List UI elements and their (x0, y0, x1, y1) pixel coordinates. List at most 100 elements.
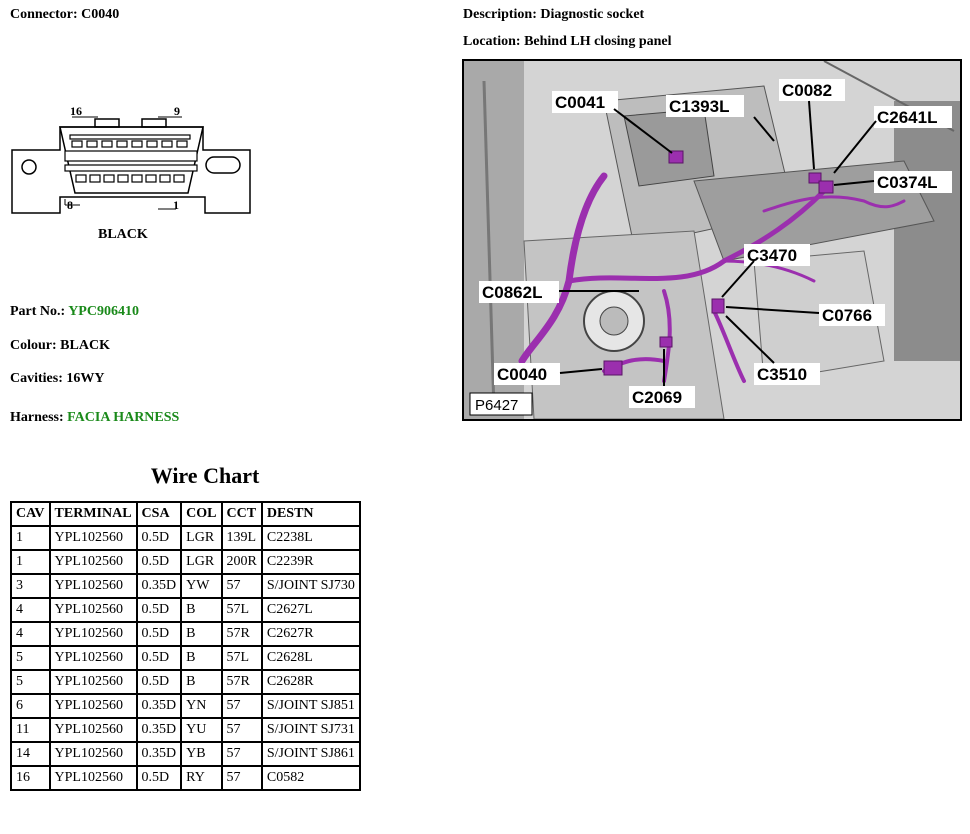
wire-chart-cell-col: YB (180, 741, 223, 767)
wire-chart-cell-terminal: YPL102560 (48, 645, 138, 671)
photo-reference-id: P6427 (475, 397, 518, 414)
wire-chart-header-cct: CCT (220, 501, 263, 527)
callout-c2641l: C2641L (877, 108, 937, 127)
wire-chart-cell-col: YU (180, 717, 223, 743)
wire-chart-cell-cav: 5 (10, 669, 51, 695)
wire-chart-cell-col: B (180, 669, 223, 695)
wire-chart-cell-cav: 4 (10, 597, 51, 623)
callout-c0862l: C0862L (482, 283, 542, 302)
description-value: Diagnostic socket (540, 7, 645, 22)
harness-link[interactable]: FACIA HARNESS (67, 410, 180, 425)
connector-c0374l-shape (818, 180, 834, 194)
wire-chart-header-csa: CSA (135, 501, 183, 527)
harness-line: Harness: FACIA HARNESS (10, 410, 179, 426)
wire-chart-cell-terminal: YPL102560 (48, 549, 138, 575)
wire-chart-cell-csa: 0.5D (135, 597, 183, 623)
wire-chart-cell-cav: 1 (10, 525, 51, 551)
location-line: Location: Behind LH closing panel (463, 34, 672, 50)
location-value: Behind LH closing panel (524, 34, 672, 49)
wire-chart-cell-cav: 16 (10, 765, 51, 791)
colour-label: Colour: (10, 338, 57, 353)
wire-chart-cell-destn: S/JOINT SJ730 (260, 573, 361, 599)
wire-chart-cell-cav: 4 (10, 621, 51, 647)
mount-hole-left (21, 159, 37, 175)
wire-chart-cell-cct: 57L (220, 645, 263, 671)
wire-chart-cell-cav: 14 (10, 741, 51, 767)
connector-c2069-shape (659, 336, 673, 348)
wire-chart-cell-cct: 57R (220, 621, 263, 647)
wire-chart-cell-terminal: YPL102560 (48, 693, 138, 719)
wire-chart-cell-destn: C2627L (260, 597, 361, 623)
wire-chart-cell-csa: 0.5D (135, 645, 183, 671)
wire-chart-cell-cct: 57 (220, 717, 263, 743)
wire-chart-cell-col: B (180, 645, 223, 671)
connector-c0082-shape (808, 172, 822, 184)
callout-c3470: C3470 (747, 246, 797, 265)
pin-rows (64, 134, 198, 183)
colour-value: BLACK (60, 338, 110, 353)
connector-c0040-shape (603, 360, 623, 376)
wire-chart-cell-csa: 0.35D (135, 741, 183, 767)
wire-chart-cell-terminal: YPL102560 (48, 741, 138, 767)
wire-chart-cell-terminal: YPL102560 (48, 621, 138, 647)
wire-chart-cell-csa: 0.35D (135, 573, 183, 599)
wire-chart-header-cav: CAV (10, 501, 51, 527)
pin-16-label: 16 (70, 105, 82, 118)
wire-chart-cell-terminal: YPL102560 (48, 525, 138, 551)
cavities-value: 16WY (66, 371, 105, 386)
wire-chart-cell-destn: C2628R (260, 669, 361, 695)
callout-c0040: C0040 (497, 365, 547, 384)
wire-chart-cell-cav: 6 (10, 693, 51, 719)
wire-chart-cell-terminal: YPL102560 (48, 765, 138, 791)
colour-line: Colour: BLACK (10, 338, 110, 354)
wire-chart-cell-terminal: YPL102560 (48, 669, 138, 695)
wire-chart-cell-csa: 0.5D (135, 549, 183, 575)
wire-chart-cell-col: LGR (180, 549, 223, 575)
callout-c2069: C2069 (632, 388, 682, 407)
mount-hole-right (205, 156, 241, 174)
wire-chart-cell-destn: C2627R (260, 621, 361, 647)
callout-c0766: C0766 (822, 306, 872, 325)
wire-chart-header-destn: DESTN (260, 501, 361, 527)
pin-9-label: 9 (174, 105, 180, 118)
wire-chart-title: Wire Chart (150, 463, 260, 488)
connector-face-diagram: 16 9 8 1 BLACK (11, 105, 251, 242)
wire-chart-cell-csa: 0.5D (135, 525, 183, 551)
pin-1-label: 1 (173, 198, 179, 212)
location-photo: C0041 C1393L C0082 C2641L C0374L C3470 C… (462, 59, 962, 421)
wire-chart-cell-cct: 57 (220, 573, 263, 599)
wire-chart-cell-col: LGR (180, 525, 223, 551)
wire-chart-cell-terminal: YPL102560 (48, 573, 138, 599)
wire-chart-cell-cct: 57 (220, 693, 263, 719)
wire-chart-cell-csa: 0.5D (135, 669, 183, 695)
connector-label: Connector: (10, 7, 78, 22)
part-no-link[interactable]: YPC906410 (68, 304, 139, 319)
part-no-line: Part No.: YPC906410 (10, 304, 139, 320)
wire-chart-cell-csa: 0.5D (135, 765, 183, 791)
wire-chart-cell-destn: C2628L (260, 645, 361, 671)
description-line: Description: Diagnostic socket (463, 7, 644, 23)
wire-chart-cell-cav: 1 (10, 549, 51, 575)
wire-chart-cell-col: B (180, 597, 223, 623)
wire-chart-cell-destn: S/JOINT SJ861 (260, 741, 361, 767)
harness-label: Harness: (10, 410, 64, 425)
connector-colour-caption: BLACK (98, 227, 148, 242)
wire-chart-cell-col: RY (180, 765, 223, 791)
callout-c0041: C0041 (555, 93, 605, 112)
callout-c1393l: C1393L (669, 97, 729, 116)
location-photo-illustration: C0041 C1393L C0082 C2641L C0374L C3470 C… (464, 61, 960, 419)
cavities-line: Cavities: 16WY (10, 371, 105, 387)
wire-chart-cell-destn: S/JOINT SJ731 (260, 717, 361, 743)
